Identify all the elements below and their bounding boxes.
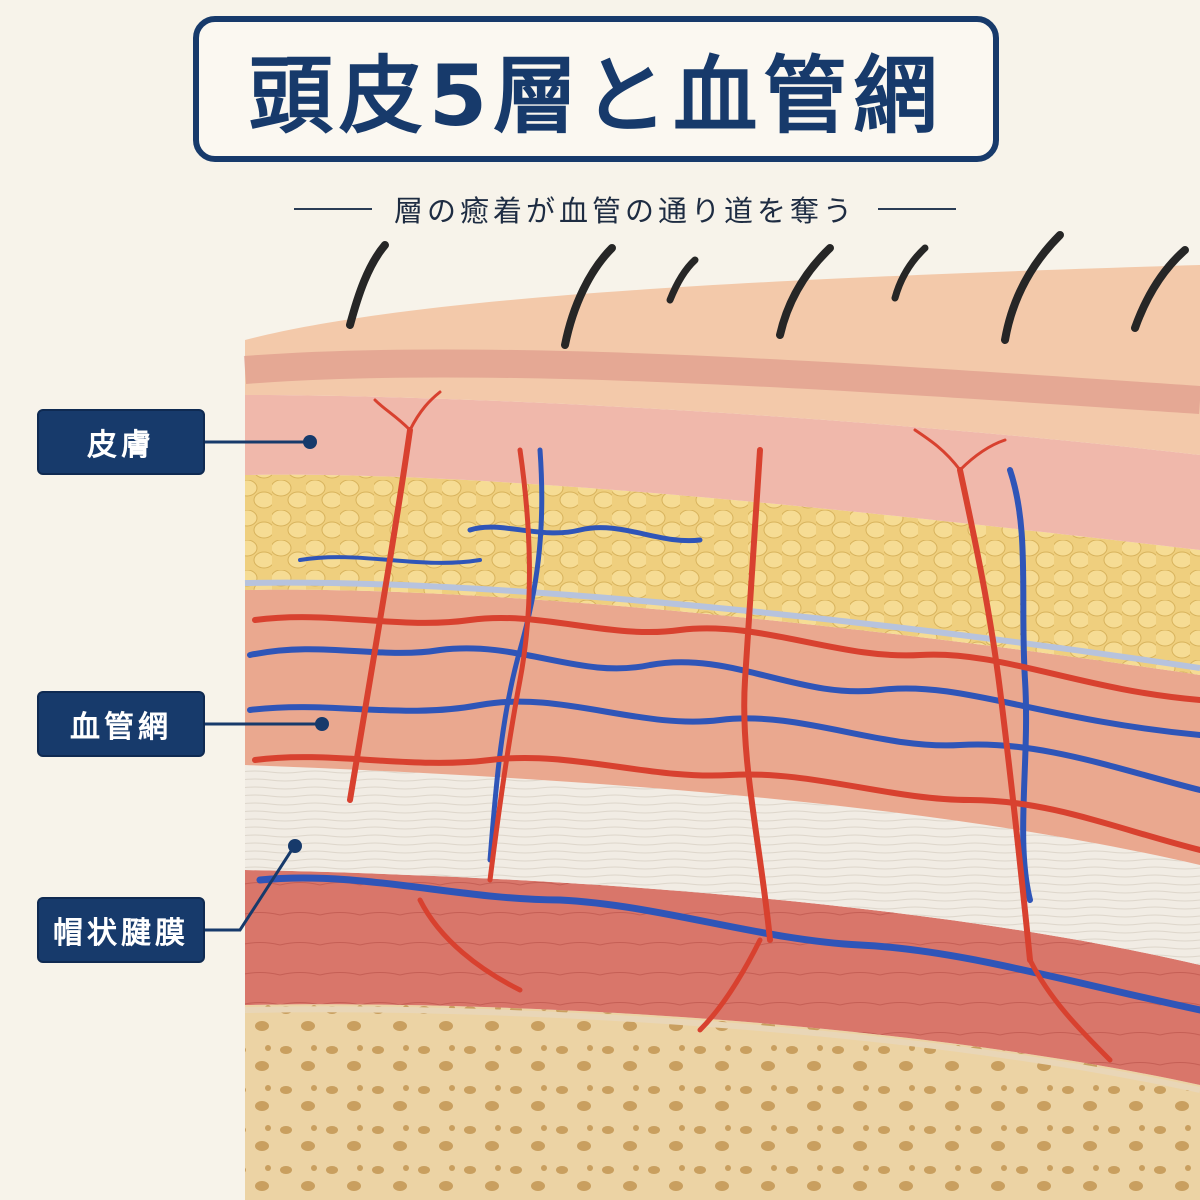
galea-layer bbox=[245, 765, 1200, 965]
vascular-network-label: 血管網 bbox=[37, 691, 205, 757]
label-dots bbox=[288, 435, 329, 853]
veins bbox=[247, 447, 1200, 1014]
hair-group bbox=[346, 231, 1189, 349]
subtitle-line-right bbox=[878, 208, 956, 210]
label-connectors bbox=[205, 440, 320, 932]
arteries bbox=[252, 390, 1200, 1063]
skin-label: 皮膚 bbox=[37, 409, 205, 475]
dermis-layer bbox=[245, 395, 1200, 550]
galea-label: 帽状腱膜 bbox=[37, 897, 205, 963]
title-box: 頭皮5層と血管網 bbox=[193, 16, 999, 162]
muscle-layer bbox=[245, 870, 1200, 1085]
fat-layer bbox=[245, 474, 1200, 675]
subtitle-line-left bbox=[293, 208, 372, 210]
page-title: 頭皮5層と血管網 bbox=[248, 46, 944, 145]
subtitle: 層の癒着が血管の通り道を奪う bbox=[250, 186, 1000, 232]
subtitle-text: 層の癒着が血管の通り道を奪う bbox=[393, 194, 856, 228]
